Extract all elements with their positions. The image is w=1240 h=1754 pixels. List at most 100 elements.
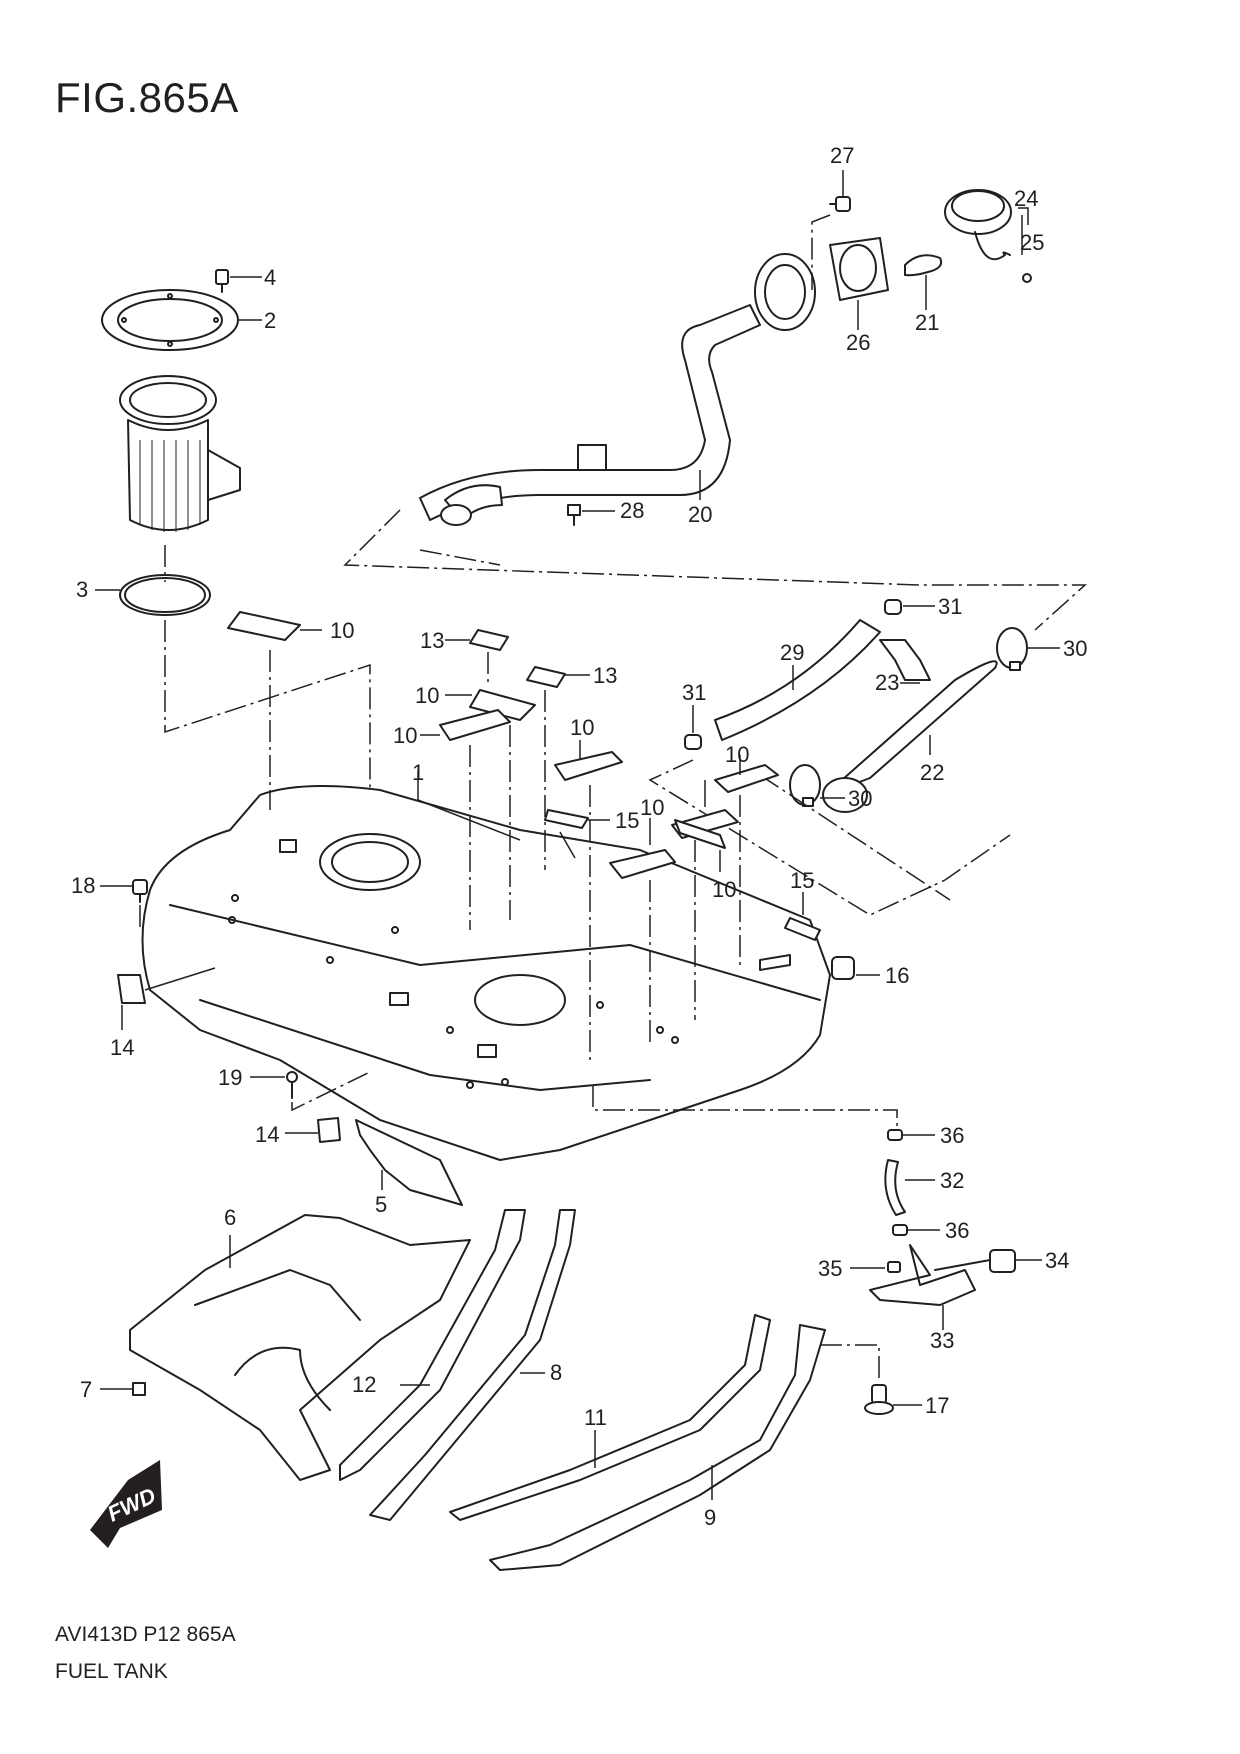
callout-28: 28: [620, 498, 644, 523]
callout-23: 23: [875, 670, 899, 695]
callout-22: 22: [920, 760, 944, 785]
callout-4: 4: [264, 265, 276, 290]
part-13-pad-b[interactable]: [526, 666, 590, 870]
callout-14: 14: [255, 1122, 279, 1147]
part-20-filler-neck[interactable]: [419, 253, 816, 526]
part-22-filler-hose[interactable]: [822, 660, 998, 813]
callout-3: 3: [76, 577, 88, 602]
part-26-filler-seal[interactable]: [829, 237, 889, 330]
part-14-pad-b[interactable]: [285, 1117, 341, 1143]
part-1-fuel-tank[interactable]: [141, 770, 831, 1161]
part-35-bolt[interactable]: [850, 1261, 901, 1273]
callout-29: 29: [780, 640, 804, 665]
part-34-cap[interactable]: [989, 1249, 1042, 1273]
callout-15: 15: [615, 808, 639, 833]
part-16-clip[interactable]: [831, 956, 880, 980]
callout-5: 5: [375, 1192, 387, 1217]
part-9-strap[interactable]: [489, 1324, 826, 1571]
callout-24: 24: [1014, 186, 1038, 211]
callout-11: 11: [584, 1405, 607, 1430]
callout-26: 26: [846, 330, 870, 355]
part-13-pad-a[interactable]: [445, 629, 509, 682]
part-10-pad-h[interactable]: [674, 819, 726, 872]
part-7-clip[interactable]: [100, 1382, 146, 1396]
part-2-pump-cover[interactable]: [101, 289, 262, 351]
callout-31: 31: [682, 680, 706, 705]
part-27-bolt[interactable]: [811, 170, 851, 290]
callout-36: 36: [940, 1123, 964, 1148]
part-10-pad-g[interactable]: [714, 755, 779, 965]
callout-15: 15: [790, 868, 814, 893]
part-29-breather-hose[interactable]: [714, 619, 881, 741]
part-18-bolt[interactable]: [100, 879, 148, 930]
callout-34: 34: [1045, 1248, 1069, 1273]
callout-14: 14: [110, 1035, 134, 1060]
part-3-gasket[interactable]: [95, 574, 211, 616]
part-36-clamp-lower[interactable]: [892, 1224, 940, 1236]
part-6-undercover[interactable]: [129, 1214, 471, 1481]
callout-10: 10: [712, 877, 736, 902]
part-10-pad-a[interactable]: [227, 611, 322, 810]
callout-10: 10: [640, 795, 664, 820]
callout-9: 9: [704, 1505, 716, 1530]
part-30-clamp-upper[interactable]: [996, 627, 1060, 671]
callout-35: 35: [818, 1256, 842, 1281]
callout-6: 6: [224, 1205, 236, 1230]
callout-7: 7: [80, 1377, 92, 1402]
part-19-screw[interactable]: [250, 1071, 371, 1112]
part-10-pad-b[interactable]: [445, 689, 536, 920]
callout-17: 17: [925, 1393, 949, 1418]
callout-31: 31: [938, 594, 962, 619]
part-21-cover[interactable]: [904, 254, 943, 310]
part-31-clamp-lower[interactable]: [684, 705, 702, 750]
callout-30: 30: [848, 786, 872, 811]
callout-25: 25: [1020, 230, 1044, 255]
callout-16: 16: [885, 963, 909, 988]
part-15-pad-b[interactable]: [784, 892, 821, 941]
part-8-strap[interactable]: [369, 1209, 576, 1521]
part-36-clamp-upper[interactable]: [887, 1129, 935, 1141]
callout-1: 1: [412, 760, 424, 785]
part-31-clamp-upper[interactable]: [884, 599, 935, 615]
figure-name: FUEL TANK: [55, 1660, 168, 1683]
callout-12: 12: [352, 1372, 376, 1397]
part-33-vent-pipe[interactable]: [869, 1244, 991, 1330]
callout-13: 13: [420, 628, 444, 653]
part-10-pad-e[interactable]: [609, 818, 676, 1045]
callout-8: 8: [550, 1360, 562, 1385]
callout-27: 27: [830, 143, 854, 168]
callout-18: 18: [71, 873, 95, 898]
callout-36: 36: [945, 1218, 969, 1243]
part-17-bolt[interactable]: [820, 1344, 922, 1415]
callout-labels: 4 2 3 10 13 13 10 10 10 10 10 10 1 15 15…: [71, 143, 1087, 1530]
part-10-pad-c[interactable]: [420, 709, 511, 930]
part-23-hose-clamp-bracket[interactable]: [879, 639, 931, 684]
callout-20: 20: [688, 502, 712, 527]
callout-33: 33: [930, 1328, 954, 1353]
callout-21: 21: [915, 310, 939, 335]
fwd-arrow-icon: FWD: [90, 1460, 162, 1548]
part-10-pad-d[interactable]: [554, 740, 623, 1060]
part-12-strap[interactable]: [339, 1209, 526, 1481]
part-14-pad-a[interactable]: [117, 967, 216, 1030]
callout-10: 10: [330, 618, 354, 643]
part-4-bolt[interactable]: [215, 269, 262, 293]
part-5-bracket[interactable]: [355, 1119, 463, 1206]
callout-32: 32: [940, 1168, 964, 1193]
figure-title: FIG.865A: [55, 74, 239, 121]
part-fuel-pump[interactable]: [119, 375, 241, 582]
callout-10: 10: [725, 742, 749, 767]
figure-code: AVI413D P12 865A: [55, 1623, 236, 1646]
part-24-fuel-cap[interactable]: [944, 189, 1029, 261]
part-11-strap[interactable]: [449, 1314, 771, 1521]
callout-10: 10: [415, 683, 439, 708]
callout-30: 30: [1063, 636, 1087, 661]
part-15-pad-a[interactable]: [544, 809, 610, 859]
part-28-screw[interactable]: [567, 504, 615, 526]
callout-2: 2: [264, 308, 276, 333]
part-32-hose[interactable]: [884, 1159, 935, 1216]
callout-19: 19: [218, 1065, 242, 1090]
part-25-clip[interactable]: [1022, 273, 1032, 283]
callout-10: 10: [393, 723, 417, 748]
